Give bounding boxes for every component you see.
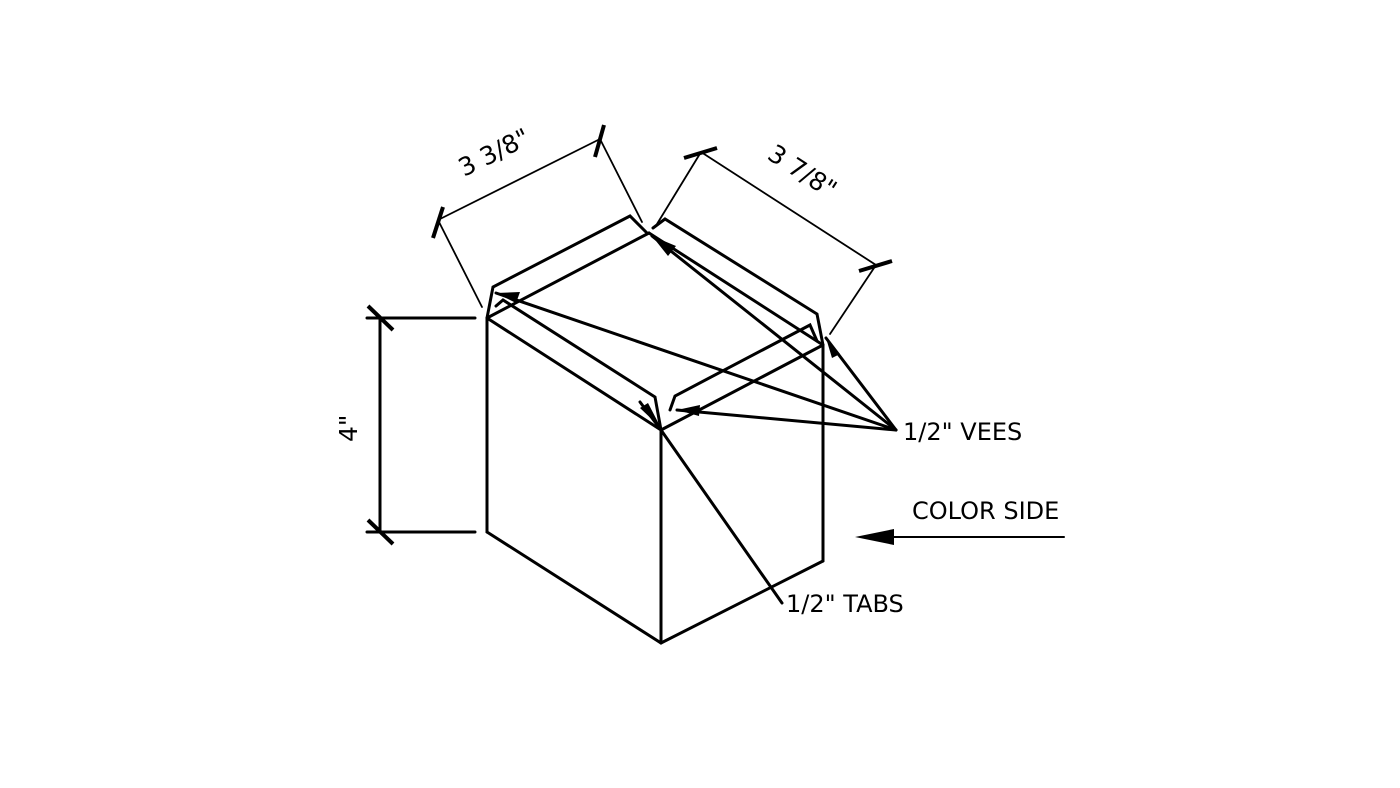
leader-vee-front [675,408,898,432]
leader-vee-top [650,234,898,432]
arrowhead-icon [677,405,700,416]
arrowhead-icon [652,236,676,256]
leader-vee-left [494,291,898,432]
dim-line-left-width [437,138,601,221]
box-bottom-edges [485,530,825,645]
leader-tab [659,428,784,605]
top-back-left-edge [485,231,651,320]
ext-line-left-a [437,219,483,308]
arrowhead-icon [826,338,840,358]
color-side-indicator: COLOR SIDE [855,497,1065,545]
top-back-right-edge [647,231,825,347]
dim-tick-icon [858,259,893,273]
top-front-right-edge [659,343,825,432]
flap-front-right [668,322,819,412]
dim-tick-icon [431,206,445,239]
dim-label-height: 4" [334,415,363,442]
ext-line-right-a [656,151,702,225]
dim-tick-icon [593,124,606,158]
dim-tick-icon [366,518,395,546]
dimension-height: 4" [334,304,477,546]
ext-line-right-b [829,264,877,335]
callout-vees: 1/2" VEES [903,418,1022,446]
vees-leaders: 1/2" VEES [494,234,1022,446]
arrowhead-icon [640,403,661,428]
top-front-left-edge [485,316,663,432]
dim-label-width-left: 3 3/8" [454,123,535,183]
flap-back-right [651,217,825,347]
box-body [485,231,825,645]
tabs-leader: 1/2" TABS [638,400,904,618]
flap-back-left [485,214,649,320]
arrowhead-icon [496,292,520,303]
flap-front-left [494,298,663,432]
callout-color-side: COLOR SIDE [912,497,1059,525]
arrow-left-icon [855,529,894,545]
callout-tabs: 1/2" TABS [786,590,904,618]
tabs [485,214,825,432]
dim-tick-icon [683,146,718,160]
ext-line-left-b [599,138,643,223]
dim-label-width-right: 3 7/8" [763,139,842,204]
dimension-width-left: 3 3/8" [431,123,643,308]
dim-line-right-width [700,151,877,266]
dim-tick-icon [366,304,395,332]
